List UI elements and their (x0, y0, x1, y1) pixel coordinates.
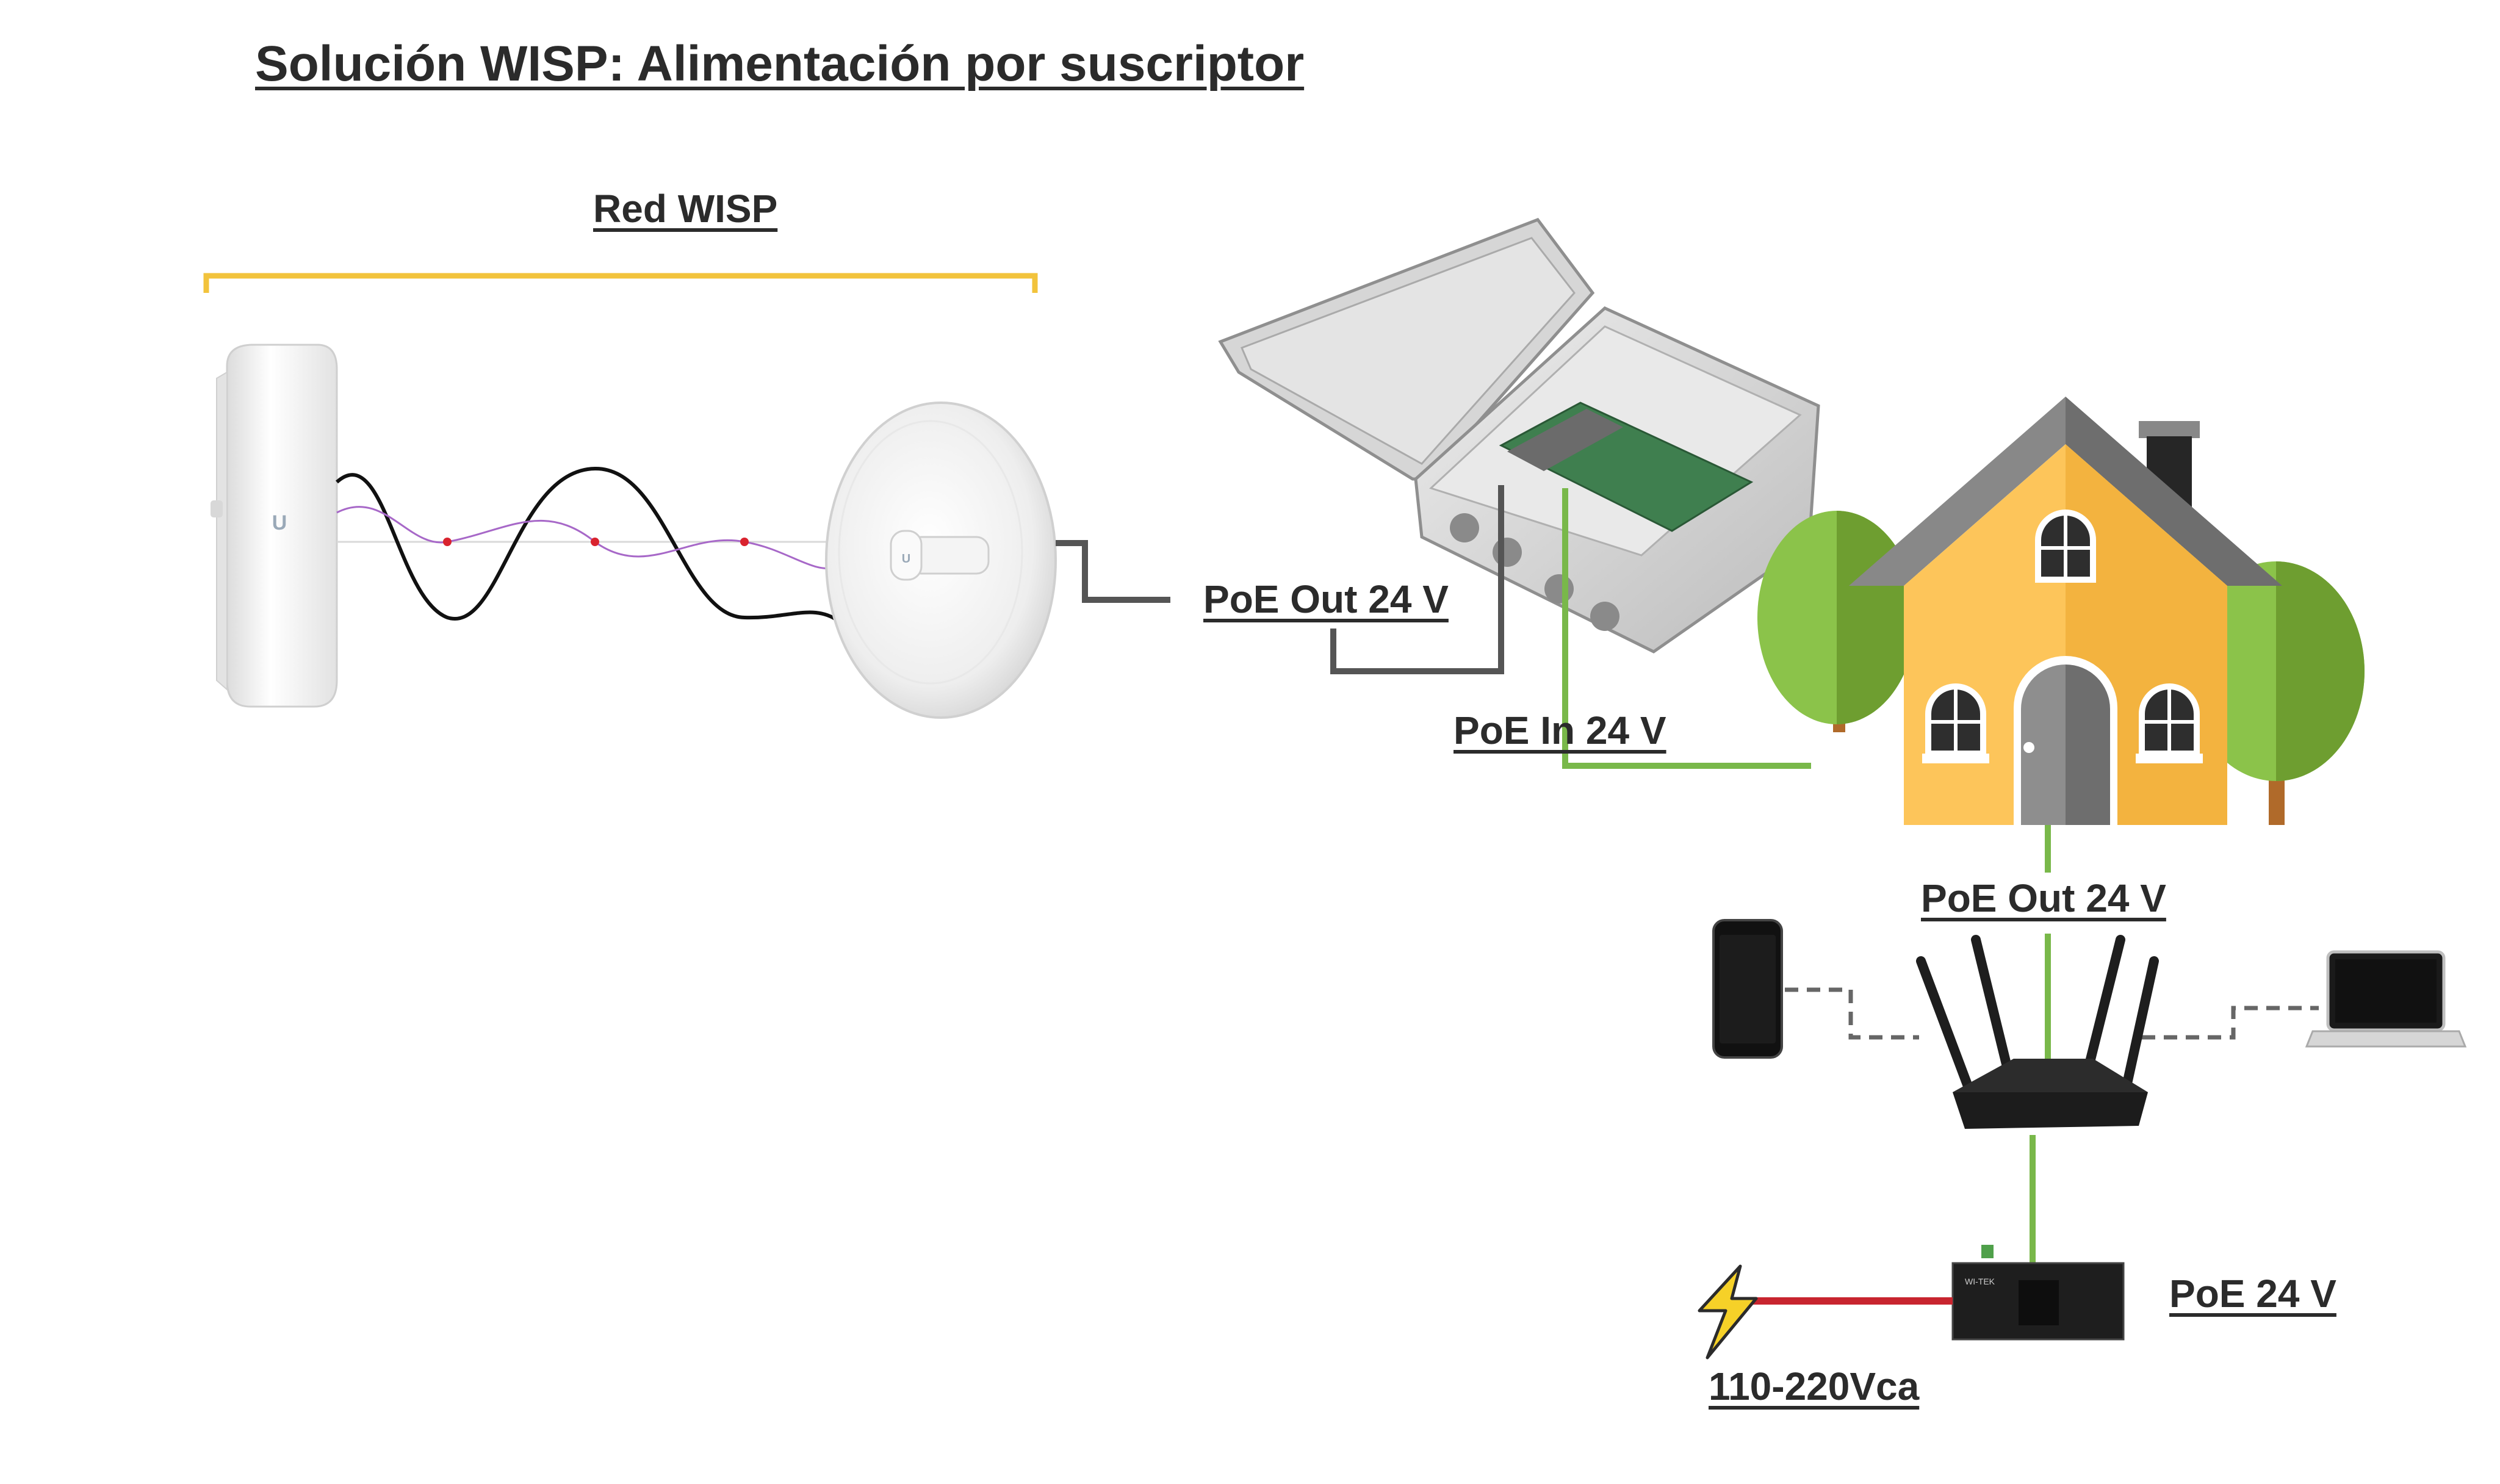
right-tree-icon (2188, 561, 2365, 825)
wifi-router-icon (1916, 935, 2159, 1129)
sector-antenna-icon: U (211, 344, 338, 708)
wave-node (443, 538, 452, 546)
signal-wave-purple (336, 506, 837, 569)
wifi-link-laptop (2142, 1006, 2319, 1040)
dish-cable (1056, 540, 1170, 603)
mains-voltage-label: 110-220Vca (1709, 1364, 1920, 1408)
lightning-bolt-icon (1698, 1264, 1758, 1360)
page-title: Solución WISP: Alimentación por suscript… (255, 36, 1305, 92)
network-bracket (203, 273, 1038, 293)
dish-antenna-icon: U (825, 402, 1057, 719)
house-icon (1849, 397, 2282, 825)
smartphone-icon (1712, 919, 1783, 1059)
poe-in-cable (1562, 488, 1811, 769)
poe-in-label: PoE In 24 V (1454, 708, 1666, 752)
poe-out-label-enclosure: PoE Out 24 V (1203, 577, 1449, 621)
enclosure-output-cable (1330, 485, 1504, 674)
left-tree-icon (1757, 511, 1916, 732)
poe-source-label: PoE 24 V (2169, 1272, 2336, 1316)
poe-injector-icon: WI-TEK (1951, 1245, 2125, 1341)
svg-text:U: U (902, 552, 910, 566)
wifi-link-phone (1785, 987, 1919, 1040)
laptop-icon (2305, 950, 2467, 1048)
svg-text:WI-TEK: WI-TEK (1965, 1277, 1995, 1286)
network-label: Red WISP (593, 187, 778, 231)
outdoor-enclosure-switch-icon (1218, 217, 1820, 654)
wave-node (740, 538, 749, 546)
svg-text:U: U (272, 511, 287, 535)
signal-wave-black (336, 466, 837, 621)
wave-node (591, 538, 599, 546)
poe-out-label-house: PoE Out 24 V (1921, 876, 2166, 920)
